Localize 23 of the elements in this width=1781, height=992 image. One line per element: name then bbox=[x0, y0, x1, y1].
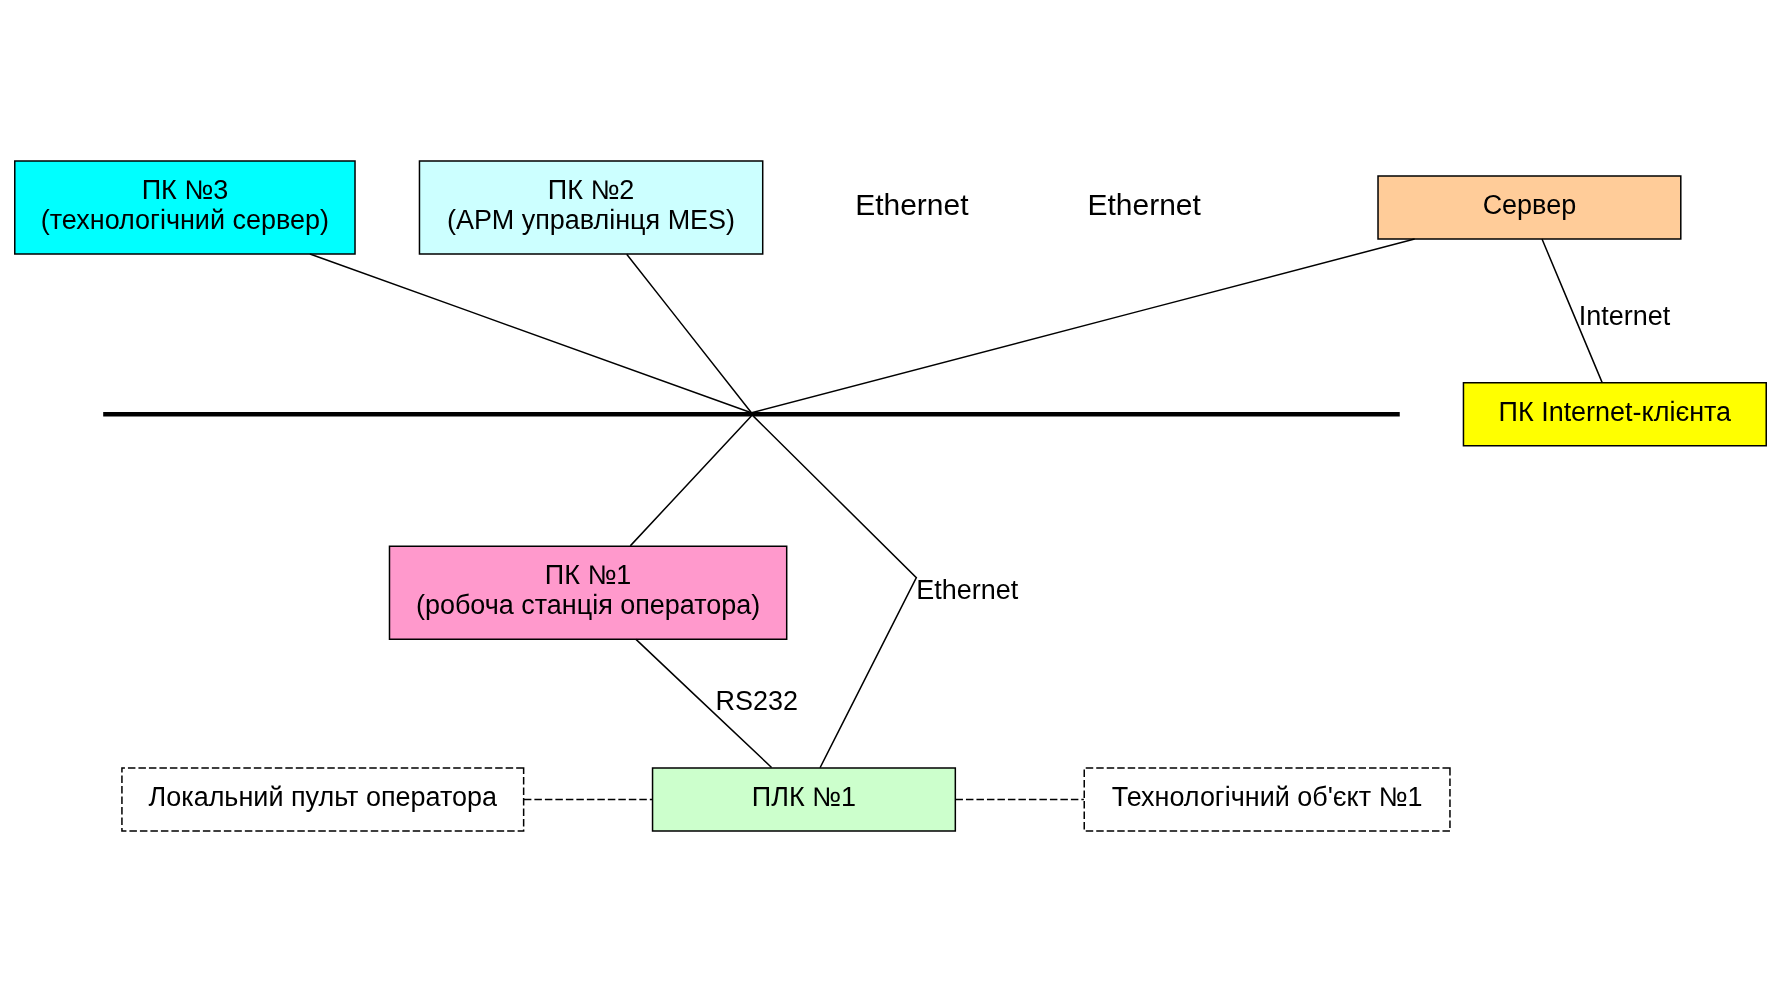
node-box: ПК Internet-клієнта bbox=[1462, 382, 1767, 447]
connector bbox=[1541, 238, 1603, 384]
connector bbox=[523, 798, 654, 801]
label: Ethernet bbox=[855, 187, 969, 221]
connector bbox=[635, 638, 773, 769]
label: Ethernet bbox=[1087, 187, 1201, 221]
connector bbox=[954, 798, 1085, 801]
node-box: ПЛК №1 bbox=[651, 767, 957, 832]
node-box: ПК №3 (технологічний сервер) bbox=[14, 160, 356, 255]
node-bar bbox=[103, 412, 1400, 417]
node-box: ПК №1 (робоча станція оператора) bbox=[388, 545, 788, 640]
edge-label: Internet bbox=[1578, 300, 1671, 331]
node-box: Технологічний об'єкт №1 bbox=[1083, 767, 1451, 832]
connector bbox=[752, 415, 918, 769]
connector bbox=[309, 253, 753, 414]
node-box: Локальний пульт оператора bbox=[121, 767, 525, 832]
connector bbox=[629, 415, 753, 547]
connector bbox=[625, 253, 753, 414]
node-box: ПК №2 (АРМ управлінця MES) bbox=[418, 160, 764, 255]
connector bbox=[750, 238, 1416, 414]
node-box: Сервер bbox=[1377, 175, 1682, 240]
edge-label: RS232 bbox=[715, 686, 798, 717]
edge-label: Ethernet bbox=[916, 575, 1019, 606]
